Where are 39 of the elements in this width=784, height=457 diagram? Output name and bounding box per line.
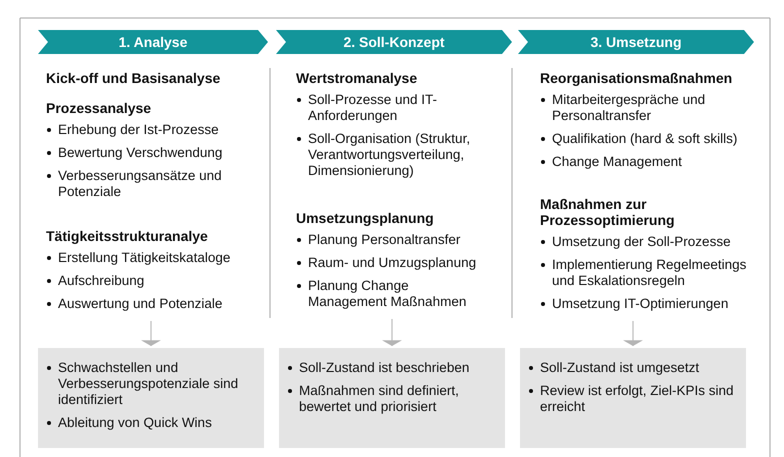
section-heading: Maßnahmen zur Prozessoptimierung: [540, 196, 676, 228]
section-heading: Kick-off und Basisanalyse: [46, 70, 222, 86]
bullet-text: Maßnahmen sind definiert, bewertet und priorisiert: [299, 383, 459, 414]
down-arrow: [141, 320, 161, 346]
bullet-text: Umsetzung IT-Optimierungen: [552, 296, 728, 311]
section-heading: Tätigkeitsstrukturanalye: [46, 228, 209, 244]
bullet-text: Review ist erfolgt, Ziel-KPIs sind erreicht: [540, 383, 734, 414]
bullet-text: Change Management: [552, 154, 682, 169]
bullet-text: Erstellung Tätigkeitskataloge: [58, 250, 230, 265]
bullet-text: Soll-Zustand ist umgesetzt: [540, 360, 700, 375]
section-heading: Wertstromanalyse: [296, 70, 418, 86]
bullet-text: Planung Change Management Maßnahmen: [308, 278, 466, 309]
bullet-text: Soll-Zustand ist beschrieben: [299, 360, 470, 375]
bullet-text: Soll-Prozesse und IT-Anforderungen: [308, 92, 438, 123]
bullet-text: Soll-Organisation (Struktur, Verantwortungsverteilung, Dimensionierung): [308, 131, 470, 178]
phase-banner: 1. Analyse: [38, 30, 268, 54]
result-panel: [279, 348, 505, 448]
bullet-text: Planung Personaltransfer: [308, 232, 460, 247]
bullet-text: Qualifikation (hard & soft skills): [552, 131, 738, 146]
bullet-text: Verbesserungsansätze und Potenziale: [58, 168, 222, 199]
bullet-text: Umsetzung der Soll-Prozesse: [552, 234, 731, 249]
bullet-text: Auswertung und Potenziale: [58, 296, 222, 311]
bullet-text: Implementierung Regelmeetings und Eskalationsregeln: [552, 257, 746, 288]
bullet-text: Aufschreibung: [58, 273, 144, 288]
bullet-text: Raum- und Umzugsplanung: [308, 255, 476, 270]
bullet-text: Mitarbeitergespräche und Personaltransfer: [552, 92, 706, 123]
bullet-text: Ableitung von Quick Wins: [58, 415, 212, 430]
down-arrow: [623, 320, 643, 346]
section-heading: Reorganisationsmaßnahmen: [540, 70, 734, 86]
bullet-text: Bewertung Verschwendung: [58, 145, 222, 160]
bullet-text: Schwachstellen und Verbesserungspotenziale sind identifiziert: [58, 360, 238, 407]
result-panel: [520, 348, 746, 448]
bullet-text: Erhebung der Ist-Prozesse: [58, 122, 219, 137]
section-heading: Umsetzungsplanung: [296, 210, 435, 226]
section-heading: Prozessanalyse: [46, 100, 152, 116]
phase-banner: 3. Umsetzung: [518, 30, 754, 54]
down-arrow: [382, 318, 402, 346]
phase-banner: 2. Soll-Konzept: [276, 30, 512, 54]
result-panel: [38, 348, 264, 448]
